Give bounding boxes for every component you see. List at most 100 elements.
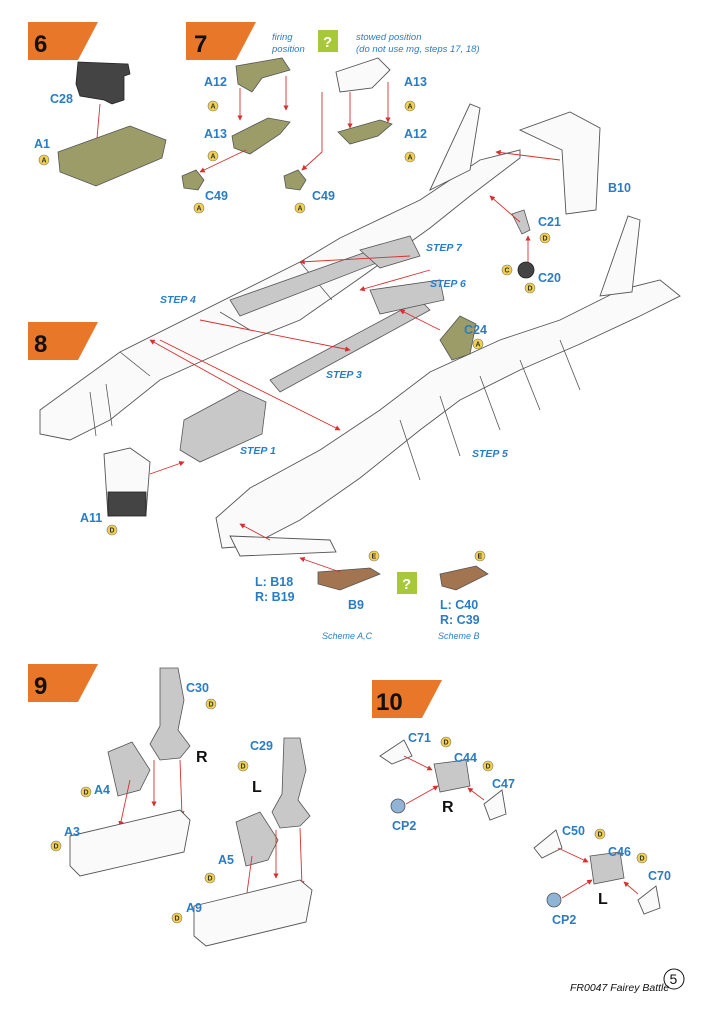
part-label-a13-right: A13	[404, 75, 427, 89]
svg-text:C: C	[505, 268, 510, 275]
step-ref-7: STEP 7	[426, 242, 463, 254]
part-label-c70: C70	[648, 869, 671, 883]
scheme-label-b: Scheme B	[438, 631, 480, 641]
part-label-b19: R: B19	[255, 590, 295, 604]
sprue-marker-c21: D	[539, 232, 551, 244]
part-label-a9: A9	[186, 901, 202, 915]
sprue-marker-c49-right: A	[294, 202, 306, 214]
svg-text:A: A	[298, 206, 303, 213]
part-label-a11: A11	[80, 511, 102, 525]
sprue-marker-a5: D	[204, 872, 216, 884]
part-c50-shape	[533, 829, 563, 859]
sprue-marker-c46: D	[636, 852, 648, 864]
sprue-marker-c20-d: D	[524, 282, 536, 294]
fuselage-right-half	[215, 279, 681, 549]
part-c47-shape	[483, 789, 507, 821]
part-c40-c39-shape	[439, 565, 489, 591]
part-label-b18: L: B18	[255, 575, 293, 589]
part-label-c40: L: C40	[440, 598, 478, 612]
sprue-marker-c40: E	[474, 550, 486, 562]
svg-text:E: E	[478, 554, 483, 561]
step-7-section: 7 firing position ? stowed position (do …	[181, 22, 480, 214]
sprue-marker-a13-left: A	[207, 150, 219, 162]
step-ref-6: STEP 6	[430, 278, 466, 290]
firing-note-line1: firing	[272, 32, 293, 43]
part-label-a12-right: A12	[404, 127, 427, 141]
sprue-marker-a3: D	[50, 840, 62, 852]
part-cp2-bottom-shape	[546, 892, 562, 908]
part-a4-shape	[107, 741, 151, 797]
part-cp2-top-shape	[390, 798, 406, 814]
part-a12-left-shape	[235, 57, 291, 93]
step-ref-5: STEP 5	[472, 448, 508, 460]
part-c30-shape	[149, 667, 191, 761]
sprue-marker-c50: D	[594, 828, 606, 840]
question-badge-step7: ?	[318, 30, 338, 52]
sprue-marker-c24: A	[472, 338, 484, 350]
sprue-marker-b9: E	[368, 550, 380, 562]
step-6-number: 6	[34, 31, 47, 58]
fin-right-half	[599, 215, 641, 297]
sprue-marker-a11: D	[106, 524, 118, 536]
sprue-marker-c44: D	[482, 760, 494, 772]
sprue-marker-c20-c: C	[501, 264, 513, 276]
step-10-section: 10 C71 D C44 D C47 CP2 R C50 D C46 D C70…	[372, 680, 671, 927]
part-c71-shape	[379, 739, 413, 765]
part-a3-tray	[69, 809, 191, 877]
svg-text:D: D	[209, 702, 214, 709]
part-label-c20: C20	[538, 271, 561, 285]
svg-text:D: D	[598, 832, 603, 839]
svg-text:A: A	[211, 104, 216, 111]
svg-text:A: A	[408, 155, 413, 162]
part-label-cp2-bottom: CP2	[552, 913, 576, 927]
part-label-a13-left: A13	[204, 127, 227, 141]
part-label-c21: C21	[538, 215, 561, 229]
part-label-c24: C24	[464, 323, 487, 337]
part-label-c49-right: C49	[312, 189, 335, 203]
svg-text:D: D	[241, 764, 246, 771]
part-c46-frame	[589, 851, 625, 885]
part-label-cp2-top: CP2	[392, 819, 416, 833]
page-number-circle	[663, 968, 685, 990]
svg-text:D: D	[486, 764, 491, 771]
step-8-flag	[28, 322, 98, 360]
step-ref-1: STEP 1	[240, 445, 276, 457]
svg-text:?: ?	[402, 576, 411, 593]
sprue-marker-c49-left: A	[193, 202, 205, 214]
part-a1-shape	[57, 125, 167, 187]
stowed-gun-cover-shape	[335, 57, 391, 93]
part-c24-shape	[439, 315, 477, 361]
svg-text:D: D	[54, 844, 59, 851]
step7-subassembly	[359, 235, 421, 269]
a11-dark-edge	[107, 491, 147, 517]
svg-text:A: A	[211, 154, 216, 161]
side-label-r-step9: R	[196, 749, 208, 766]
part-c20-wheel	[517, 261, 535, 279]
part-label-c39: R: C39	[440, 613, 480, 627]
part-label-c46: C46	[608, 845, 631, 859]
part-label-a4: A4	[94, 783, 110, 797]
svg-text:D: D	[444, 740, 449, 747]
svg-text:D: D	[640, 856, 645, 863]
sprue-marker-c29: D	[237, 760, 249, 772]
part-label-c47: C47	[492, 777, 515, 791]
svg-text:D: D	[175, 916, 180, 923]
side-label-l-step10: L	[598, 891, 608, 908]
step-6-section: 6 C28 A1 A	[28, 22, 167, 187]
part-c28-shape	[75, 61, 131, 105]
part-label-a1: A1	[34, 137, 50, 151]
step-6-flag	[28, 22, 98, 60]
svg-text:E: E	[372, 554, 377, 561]
sprue-marker-a13-right: A	[404, 100, 416, 112]
scheme-label-ac: Scheme A,C	[322, 631, 373, 641]
interior-rail-lower	[269, 299, 431, 393]
svg-text:A: A	[408, 104, 413, 111]
step-9-section: 9 C30 D R A4 D A3 D C29 D L A5 D A9 D	[28, 664, 313, 947]
part-a9-tray	[193, 879, 313, 947]
svg-text:D: D	[110, 528, 115, 535]
svg-text:D: D	[528, 286, 533, 293]
side-label-r-step10: R	[442, 799, 454, 816]
stowed-gun-shape	[337, 119, 393, 145]
part-label-c29: C29	[250, 739, 273, 753]
svg-text:A: A	[42, 158, 47, 165]
